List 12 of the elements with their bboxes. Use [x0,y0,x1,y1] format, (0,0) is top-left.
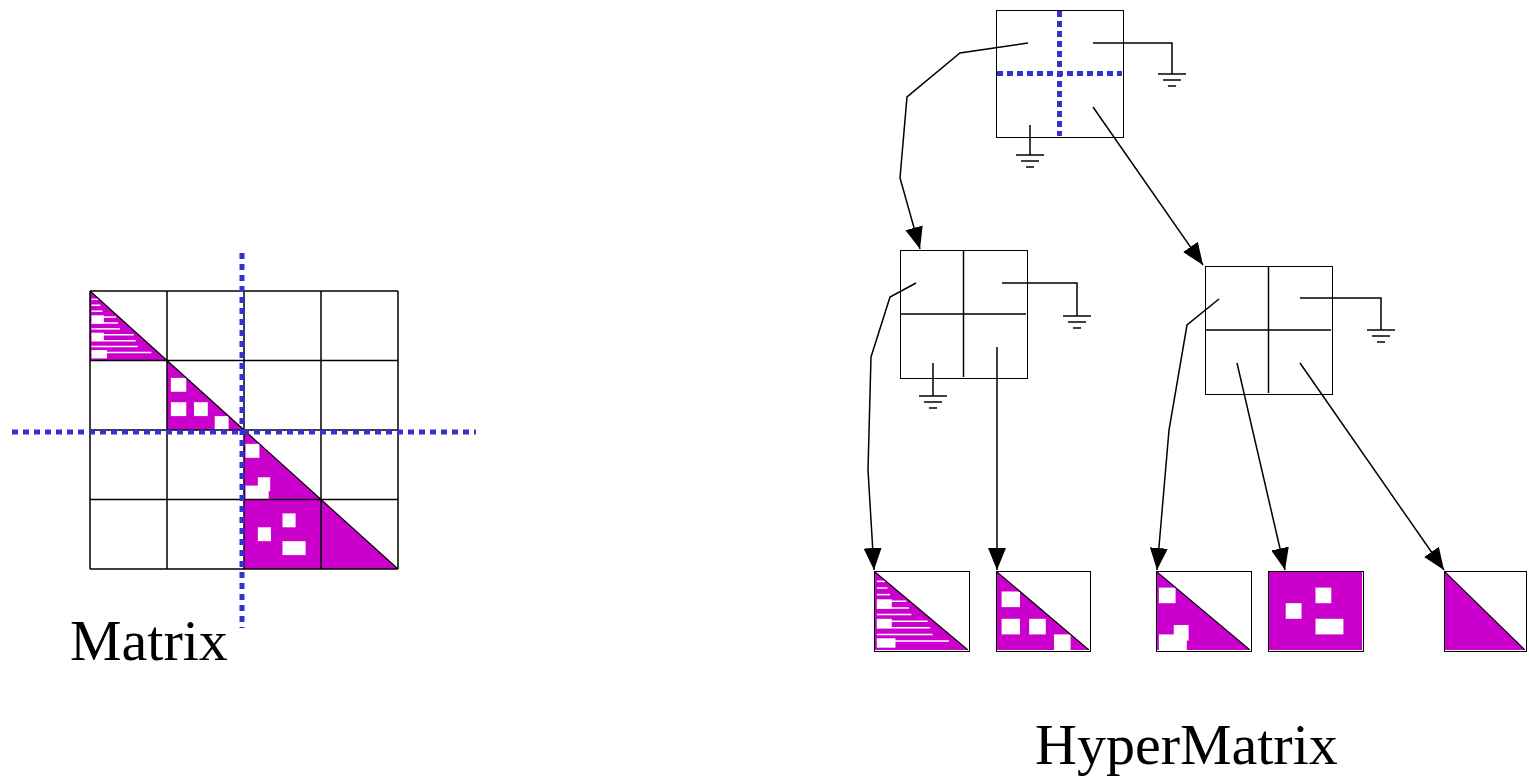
arrow [1092,106,1204,266]
hypermatrix-node-box [1205,266,1333,395]
arrow [1236,362,1289,571]
hypermatrix-node-box [996,10,1124,138]
arrow [863,282,917,571]
diagram-label: HyperMatrix [1035,716,1338,774]
arrow [988,346,1006,571]
hypermatrix-node-box [900,250,1028,379]
arrow [1149,298,1220,571]
diagram-label: Matrix [70,612,228,670]
arrow [1299,362,1445,571]
arrow [899,42,1029,250]
